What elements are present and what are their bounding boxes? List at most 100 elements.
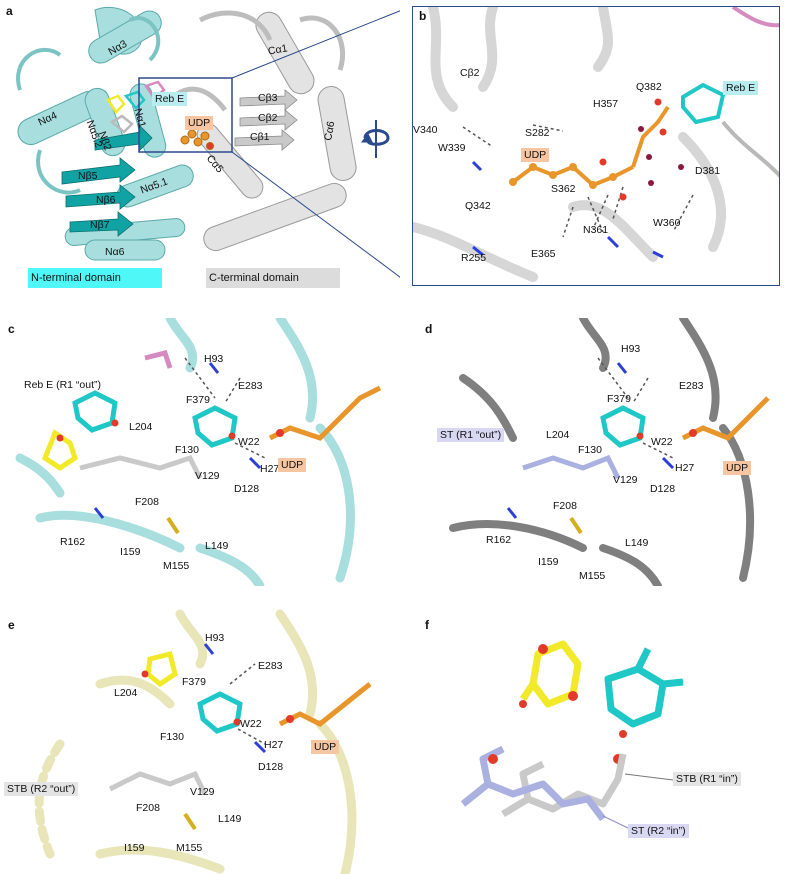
label-udp-b: UDP (521, 148, 550, 162)
res-cb2: Cβ2 (460, 67, 480, 79)
res-e283-d: E283 (679, 380, 704, 392)
res-d128-d: D128 (650, 483, 676, 495)
reb-e-ligand (681, 82, 726, 125)
label-na6: Nα6 (105, 246, 125, 258)
res-v340: V340 (413, 124, 438, 136)
ligand-label-d: ST (R1 “out”) (437, 428, 505, 442)
res-q342: Q342 (465, 200, 491, 212)
udp-label-c: UDP (278, 458, 307, 472)
res-w339: W339 (438, 142, 466, 154)
panel-e: e STB (R2 “out”) H93 E283 F379 L204 W22 … (0, 604, 393, 874)
res-r162-d: R162 (486, 534, 512, 546)
panel-f: f STB (R1 “in”) ST (R2 “in”) (393, 604, 786, 874)
res-w22-c: W22 (238, 436, 260, 448)
res-f130-d: F130 (578, 444, 602, 456)
res-r162-c: R162 (60, 536, 86, 548)
udp-label-e: UDP (311, 740, 340, 754)
zoom-box (138, 77, 233, 153)
res-e283-c: E283 (238, 380, 263, 392)
res-f208-c: F208 (135, 496, 159, 508)
res-w22-d: W22 (651, 436, 673, 448)
res-h93-e: H93 (205, 632, 225, 644)
res-f379-d: F379 (607, 393, 631, 405)
label-reb-e-a: Reb E (152, 92, 188, 106)
panel-f-label: f (425, 618, 429, 632)
res-w22-e: W22 (240, 718, 262, 730)
res-m155-e: M155 (176, 842, 203, 854)
res-d381: D381 (695, 165, 721, 177)
res-r255: R255 (461, 252, 487, 264)
label-cb1: Cβ1 (250, 131, 270, 143)
panel-e-label: e (8, 618, 15, 632)
res-n361: N361 (583, 224, 609, 236)
res-l149-e: L149 (218, 813, 242, 825)
res-v129-c: V129 (195, 470, 220, 482)
panel-d: d ST (R1 “out”) H93 E283 F379 L204 W22 F… (393, 318, 786, 586)
rotation-arrow-icon (361, 120, 390, 158)
res-f130-c: F130 (175, 444, 199, 456)
res-s362: S362 (551, 183, 576, 195)
panel-a: a (0, 0, 400, 300)
ligand-label-stb-f: STB (R1 “in”) (673, 772, 741, 786)
res-l204-e: L204 (114, 687, 138, 699)
panel-c-label: c (8, 322, 15, 336)
panel-b-structure (413, 7, 779, 282)
res-h357: H357 (593, 98, 619, 110)
res-e365: E365 (531, 248, 556, 260)
ligand-label-e: STB (R2 “out”) (4, 782, 79, 796)
res-f208-e: F208 (136, 802, 160, 814)
res-f130-e: F130 (160, 731, 184, 743)
res-h27-e: H27 (264, 739, 284, 751)
res-h93-d: H93 (621, 343, 641, 355)
res-v129-d: V129 (613, 474, 638, 486)
panel-c-structure (15, 318, 382, 586)
res-l149-c: L149 (205, 540, 229, 552)
label-reb-e-b: Reb E (723, 81, 759, 95)
res-q382: Q382 (636, 81, 662, 93)
label-udp-a: UDP (185, 116, 214, 130)
res-h27-c: H27 (260, 463, 280, 475)
res-e283-e: E283 (258, 660, 283, 672)
label-nb7: Nβ7 (90, 219, 110, 231)
legend-n-terminal: N-terminal domain (28, 268, 162, 288)
stb-sugar-ligand (197, 691, 243, 734)
res-d128-c: D128 (234, 483, 260, 495)
res-l204-c: L204 (129, 421, 153, 433)
cyan-sugar (604, 647, 684, 728)
res-i159-c: I159 (120, 546, 141, 558)
res-m155-d: M155 (579, 570, 606, 582)
res-l149-d: L149 (625, 537, 649, 549)
res-w360: W360 (653, 217, 681, 229)
label-cb3: Cβ3 (258, 92, 278, 104)
panel-e-structure (34, 609, 372, 874)
lavender-st-scaffold (460, 745, 606, 822)
res-i159-d: I159 (538, 556, 559, 568)
panel-b-label: b (419, 9, 427, 23)
res-s282: S282 (525, 127, 550, 139)
res-l204-d: L204 (546, 429, 570, 441)
panel-d-structure (449, 318, 770, 586)
panel-c: c Reb E (R1 “out”) H93 E283 F379 L204 W2… (0, 318, 393, 586)
panel-b: b Cβ2 V3 (412, 6, 780, 286)
ligand-label-st-f: ST (R2 “in”) (628, 824, 689, 838)
panel-a-label: a (6, 4, 13, 18)
res-h93-c: H93 (204, 353, 224, 365)
panel-a-structure (16, 6, 400, 278)
label-nb6: Nβ6 (96, 194, 116, 206)
res-i159-e: I159 (124, 842, 145, 854)
res-f208-d: F208 (553, 500, 577, 512)
panel-f-structure (460, 640, 684, 829)
legend-c-terminal: C-terminal domain (206, 268, 340, 288)
res-f379-e: F379 (182, 676, 206, 688)
ligand-label-c: Reb E (R1 “out”) (24, 379, 102, 391)
panel-d-label: d (425, 322, 433, 336)
res-h27-d: H27 (675, 462, 695, 474)
res-m155-c: M155 (163, 560, 190, 572)
label-nb5: Nβ5 (78, 170, 98, 182)
label-cb2: Cβ2 (258, 112, 278, 124)
udp-label-d: UDP (723, 461, 752, 475)
res-d128-e: D128 (258, 761, 284, 773)
res-f379-c: F379 (186, 394, 210, 406)
res-v129-e: V129 (190, 786, 215, 798)
st-sugar-ligand (600, 405, 646, 448)
